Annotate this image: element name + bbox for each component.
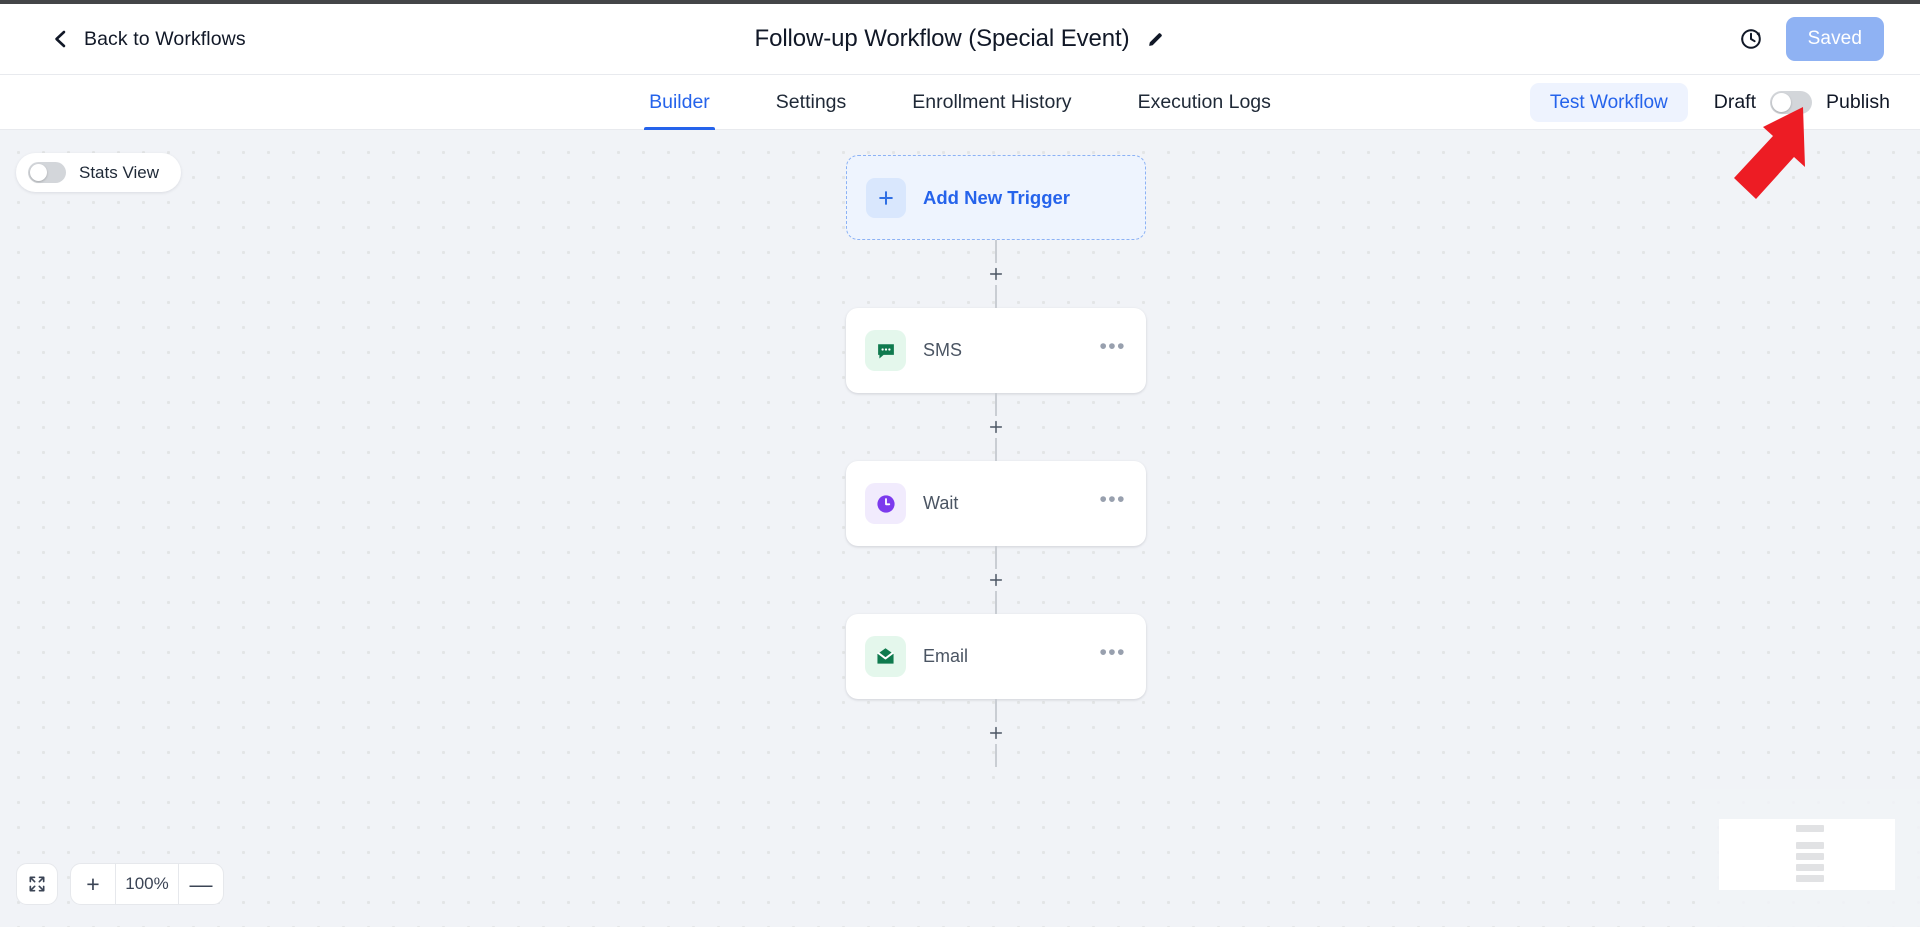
tab-execution-logs[interactable]: Execution Logs	[1105, 75, 1304, 130]
plus-icon	[866, 177, 906, 218]
tab-enrollment-history-label: Enrollment History	[912, 91, 1072, 113]
connector-add-step-3	[846, 546, 1146, 614]
tab-enrollment-history[interactable]: Enrollment History	[879, 75, 1104, 130]
zoom-in-button[interactable]: +	[71, 864, 115, 904]
clock-icon	[865, 483, 906, 524]
header-actions: Saved	[1738, 17, 1884, 61]
tab-bar: Builder Settings Enrollment History Exec…	[0, 75, 1920, 130]
add-new-trigger-node[interactable]: Add New Trigger	[846, 155, 1146, 240]
connector-add-step-2	[846, 393, 1146, 461]
minimap-node	[1796, 864, 1824, 871]
tab-settings[interactable]: Settings	[743, 75, 879, 130]
stats-view-switch[interactable]	[28, 162, 66, 183]
minimap-viewport	[1719, 819, 1895, 890]
plus-icon[interactable]	[985, 722, 1007, 744]
minimap-node	[1796, 875, 1824, 882]
plus-icon[interactable]	[985, 569, 1007, 591]
canvas-zoom-controls: + 100% —	[16, 863, 224, 905]
connector-add-step-4	[846, 699, 1146, 767]
envelope-icon	[865, 636, 906, 677]
sms-chat-icon	[865, 330, 906, 371]
ellipsis-icon[interactable]: •••	[1099, 487, 1126, 511]
minimap-node	[1796, 853, 1824, 860]
ellipsis-icon[interactable]: •••	[1099, 334, 1126, 358]
minimap-node	[1796, 842, 1824, 849]
publish-toggle-knob	[1772, 93, 1792, 112]
publish-toggle[interactable]	[1770, 91, 1813, 114]
canvas-minimap[interactable]	[1700, 789, 1920, 927]
draft-label: Draft	[1713, 91, 1757, 113]
back-to-workflows-label: Back to Workflows	[84, 27, 246, 50]
test-workflow-button[interactable]: Test Workflow	[1529, 83, 1688, 122]
stats-view-label: Stats View	[79, 162, 160, 182]
app-header: Back to Workflows Follow-up Workflow (Sp…	[0, 4, 1920, 75]
plus-icon[interactable]	[985, 416, 1007, 438]
saved-button[interactable]: Saved	[1785, 17, 1884, 61]
chevron-left-icon	[50, 29, 70, 49]
workflow-node-sms[interactable]: SMS •••	[846, 308, 1146, 393]
back-to-workflows-link[interactable]: Back to Workflows	[50, 28, 246, 51]
publish-label: Publish	[1826, 91, 1890, 113]
add-new-trigger-label: Add New Trigger	[923, 186, 1070, 208]
fit-screen-icon[interactable]	[16, 863, 58, 905]
tab-execution-logs-label: Execution Logs	[1137, 91, 1271, 113]
plus-icon[interactable]	[985, 263, 1007, 285]
zoom-out-button[interactable]: —	[179, 864, 223, 904]
zoom-level-value: 100%	[115, 864, 179, 904]
workflow-node-wait[interactable]: Wait •••	[846, 461, 1146, 546]
workflow-node-email-label: Email	[923, 646, 969, 666]
tab-bar-actions: Test Workflow Draft Publish	[1529, 75, 1890, 130]
stats-view-switch-knob	[30, 164, 47, 181]
tab-builder[interactable]: Builder	[616, 75, 743, 130]
tab-settings-label: Settings	[775, 91, 847, 113]
workflow-node-email[interactable]: Email •••	[846, 614, 1146, 699]
ellipsis-icon[interactable]: •••	[1099, 640, 1126, 664]
minimap-node	[1796, 825, 1824, 832]
workflow-node-sms-label: SMS	[923, 340, 963, 360]
draft-publish-toggle-group: Draft Publish	[1714, 91, 1890, 114]
zoom-level-group: + 100% —	[70, 863, 224, 905]
page-title-group: Follow-up Workflow (Special Event)	[0, 25, 1920, 53]
page-title: Follow-up Workflow (Special Event)	[754, 25, 1130, 52]
connector-add-step-1	[846, 240, 1146, 308]
workflow-canvas[interactable]: Stats View Add New Trigger	[0, 130, 1920, 927]
tab-list: Builder Settings Enrollment History Exec…	[0, 75, 1920, 130]
clock-history-icon[interactable]	[1738, 26, 1764, 52]
window-top-strip	[0, 0, 1920, 4]
tab-builder-label: Builder	[649, 91, 710, 113]
pencil-icon[interactable]	[1145, 29, 1165, 49]
stats-view-toggle[interactable]: Stats View	[16, 153, 182, 192]
workflow-flow-column: Add New Trigger	[846, 155, 1146, 767]
workflow-node-wait-label: Wait	[923, 493, 959, 513]
